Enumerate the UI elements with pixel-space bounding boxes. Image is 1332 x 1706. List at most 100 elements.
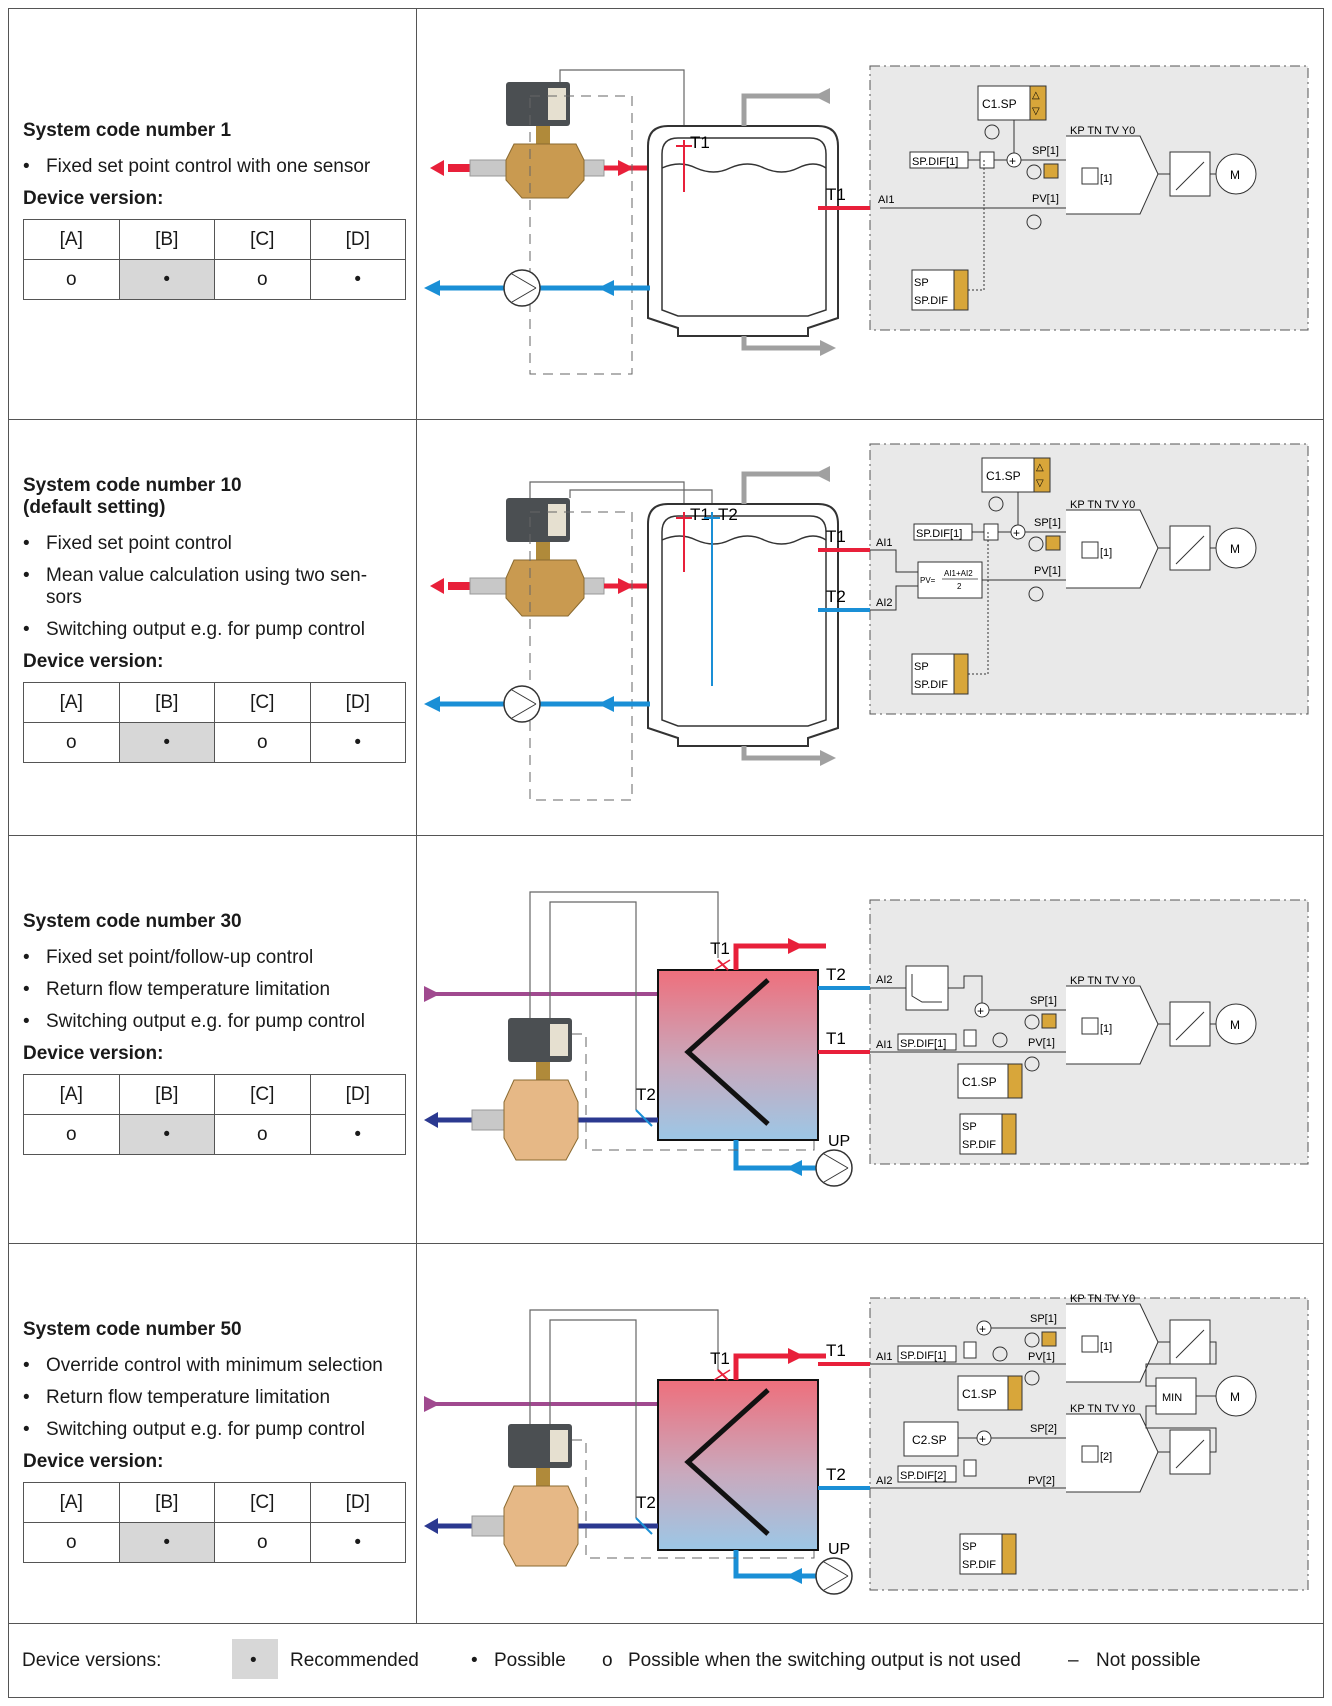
legend-label: Device versions: <box>22 1650 162 1671</box>
block-sp: SP <box>962 1541 977 1553</box>
row-4-title: System code number 50 <box>23 1319 242 1340</box>
svg-text:+: + <box>1009 154 1016 168</box>
svg-text:▽: ▽ <box>1036 478 1044 489</box>
formula-num: AI1+AI2 <box>944 569 973 578</box>
version-col-a: [A] <box>23 1482 120 1523</box>
row-2-title: System code number 10 <box>23 475 242 496</box>
block-c1-sp: C1.SP <box>986 469 1021 483</box>
sensor-t2-label: T2 <box>718 505 738 524</box>
block-sp-dif-1: SP.DIF[1] <box>912 156 958 168</box>
min-block: MIN <box>1162 1392 1182 1404</box>
input-t2-label: T2 <box>826 1465 846 1484</box>
page-frame <box>8 8 1324 1698</box>
row-2-bullet-3: Switching output e.g. for pump control <box>23 619 408 641</box>
legend-recommended-mark: • <box>250 1650 257 1671</box>
svg-text:+: + <box>979 1322 986 1336</box>
controller-panel: C1.SP △▽ + SP.DIF[1] SP[1] AI1 PV[1] KP … <box>869 65 1309 331</box>
legend-recommended: Recommended <box>290 1650 419 1671</box>
motor-label: M <box>1230 542 1240 556</box>
version-col-a: [A] <box>23 682 120 723</box>
block-sp: SP <box>962 1121 977 1133</box>
version-mark-a: o <box>23 1114 120 1155</box>
controller-panel: AI2 + SP[1] AI1 SP.DIF[1] PV[1] C1.SP KP… <box>869 899 1309 1165</box>
storage-tank <box>647 503 839 747</box>
storage-tank <box>647 125 839 337</box>
return-line <box>424 685 650 723</box>
version-mark-c: o <box>214 722 311 763</box>
version-mark-a: o <box>23 259 120 300</box>
version-col-c: [C] <box>214 682 311 723</box>
block-sp-dif: SP.DIF <box>962 1139 996 1151</box>
row-3-bullet-1: Fixed set point/follow-up control <box>23 947 408 969</box>
block-sp-2: SP[2] <box>1030 1423 1057 1435</box>
block-sp-1: SP[1] <box>1030 1313 1057 1325</box>
version-col-b: [B] <box>118 1482 215 1523</box>
legend-possible-no-switch: Possible when the switching output is no… <box>628 1650 1021 1671</box>
input-t1-label: T1 <box>826 1029 846 1048</box>
sensor-t1 <box>676 512 692 572</box>
svg-text:+: + <box>1013 526 1020 540</box>
controller-params: KP TN TV Y0 <box>1070 125 1135 137</box>
ai2-label: AI2 <box>876 597 893 609</box>
formula-den: 2 <box>957 582 962 591</box>
version-col-a: [A] <box>23 1074 120 1115</box>
version-mark-d: • <box>309 259 406 300</box>
svg-text:+: + <box>977 1004 984 1018</box>
version-mark-d: • <box>309 1522 406 1563</box>
legend-possible-no-switch-mark: o <box>602 1650 613 1671</box>
sensor-t2-label: T2 <box>636 1493 656 1512</box>
sensor-t2-label: T2 <box>636 1085 656 1104</box>
row-4-bullet-1: Override control with minimum selection <box>23 1355 408 1377</box>
controller-index: [1] <box>1100 1023 1112 1035</box>
row-4-diagram: UP T1 T2 AI1 SP.DIF[1] + SP[1] PV[1] C1.… <box>418 1246 1322 1622</box>
row-1-device-version-label: Device version: <box>23 188 164 209</box>
block-sp-dif: SP.DIF <box>914 295 948 307</box>
ai2-label: AI2 <box>876 974 893 986</box>
controller-params: KP TN TV Y0 <box>1070 499 1135 511</box>
ai2-label: AI2 <box>876 1475 893 1487</box>
row-1-bullet-1: Fixed set point control with one sensor <box>23 156 408 178</box>
legend-not-possible-mark: – <box>1068 1650 1079 1671</box>
input-t1-label: T1 <box>826 185 846 204</box>
controller-params: KP TN TV Y0 <box>1070 975 1135 987</box>
version-mark-a: o <box>23 722 120 763</box>
controller-index: [1] <box>1100 1341 1112 1353</box>
version-mark-d: • <box>309 722 406 763</box>
block-sp-dif: SP.DIF <box>962 1559 996 1571</box>
row-3-bullet-2: Return flow temperature limitation <box>23 979 408 1001</box>
row-4-info: System code number 50 Override control w… <box>23 1319 408 1563</box>
input-t2-label: T2 <box>826 587 846 606</box>
block-c1-sp: C1.SP <box>962 1387 997 1401</box>
version-col-c: [C] <box>214 1074 311 1115</box>
row-3-device-version-label: Device version: <box>23 1043 164 1064</box>
input-t1-label: T1 <box>826 1341 846 1360</box>
row-2-device-version-label: Device version: <box>23 651 164 672</box>
block-sp-1: SP[1] <box>1030 995 1057 1007</box>
return-line <box>424 269 650 307</box>
valve-icon <box>505 82 585 199</box>
input-t2-label: T2 <box>826 965 846 984</box>
ai1-label: AI1 <box>876 1351 893 1363</box>
svg-text:+: + <box>979 1432 986 1446</box>
row-frame-1 <box>8 8 1324 420</box>
pump-label: UP <box>828 1133 850 1150</box>
block-pv-2: PV[2] <box>1028 1475 1055 1487</box>
row-1-version-table: [A] [B] [C] [D] o • o • <box>23 219 406 300</box>
row-3-info: System code number 30 Fixed set point/fo… <box>23 911 408 1155</box>
ai1-label: AI1 <box>878 194 895 206</box>
version-mark-c: o <box>214 259 311 300</box>
row-3-title: System code number 30 <box>23 911 242 932</box>
row-frame-2 <box>8 420 1324 836</box>
legend-possible: Possible <box>494 1650 566 1671</box>
controller-params-2: KP TN TV Y0 <box>1070 1403 1135 1415</box>
controller-index: [1] <box>1100 173 1112 185</box>
sensor-t1-label: T1 <box>710 1349 730 1368</box>
version-col-b: [B] <box>118 682 215 723</box>
controller-index: [1] <box>1100 547 1112 559</box>
row-4-device-version-label: Device version: <box>23 1451 164 1472</box>
motor-label: M <box>1230 1018 1240 1032</box>
controller-params: KP TN TV Y0 <box>1070 1293 1135 1305</box>
block-sp-1: SP[1] <box>1034 517 1061 529</box>
row-2-bullet-1: Fixed set point control <box>23 533 408 555</box>
row-frame-4 <box>8 1244 1324 1624</box>
